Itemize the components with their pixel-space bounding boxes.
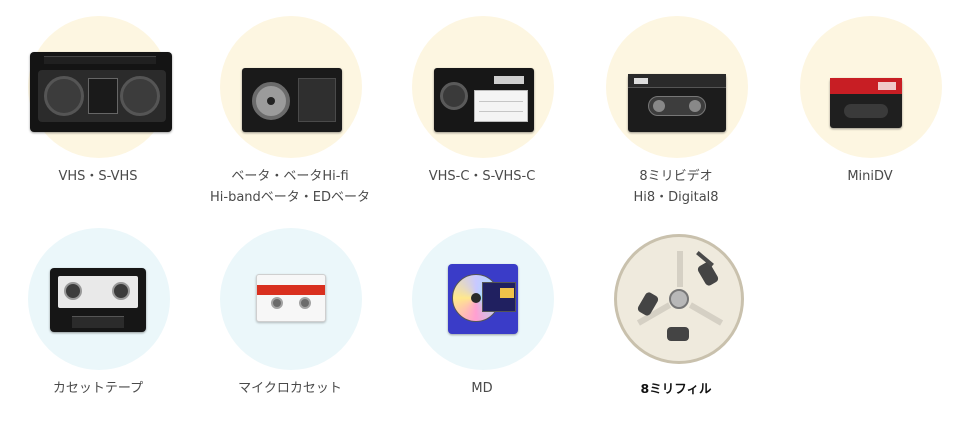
media-item-cassette[interactable]: カセットテープ: [2, 228, 194, 426]
media-item-label: MD: [471, 381, 493, 396]
media-item-md[interactable]: MD: [386, 228, 578, 426]
media-item-label: カセットテープ: [52, 381, 144, 396]
media-item-microcassette[interactable]: マイクロカセット: [194, 228, 386, 426]
media-item-vhsc[interactable]: VHS-C・S-VHS-C: [386, 16, 578, 216]
media-item-vhs[interactable]: VHS・S-VHS: [2, 16, 194, 216]
vhs-tape-icon: [30, 52, 172, 132]
media-item-label: VHS-C・S-VHS-C: [428, 169, 536, 184]
vhsc-tape-icon: [434, 68, 534, 132]
microcassette-icon: [256, 274, 326, 322]
cassette-tape-icon: [50, 268, 146, 332]
media-item-label: 8ミリフィル: [640, 381, 712, 396]
media-item-8mm-video[interactable]: 8ミリビデオ Hi8・Digital8: [580, 16, 772, 216]
media-item-label: 8ミリビデオ Hi8・Digital8: [633, 169, 719, 205]
beta-tape-icon: [242, 68, 342, 132]
media-item-label: ベータ・ベータHi-fi Hi-bandベータ・EDベータ: [209, 169, 370, 205]
media-item-label: MiniDV: [847, 169, 893, 184]
media-item-label: VHS・S-VHS: [58, 169, 138, 184]
media-item-minidv[interactable]: MiniDV: [774, 16, 966, 216]
media-item-beta[interactable]: ベータ・ベータHi-fi Hi-bandベータ・EDベータ: [194, 16, 386, 216]
minidisc-icon: [448, 264, 518, 334]
media-item-label: マイクロカセット: [238, 381, 342, 396]
hi8-tape-icon: [628, 74, 726, 132]
media-item-8mm-film[interactable]: 8ミリフィル: [580, 228, 772, 426]
film-reel-icon: [614, 234, 744, 364]
minidv-tape-icon: [830, 78, 902, 128]
